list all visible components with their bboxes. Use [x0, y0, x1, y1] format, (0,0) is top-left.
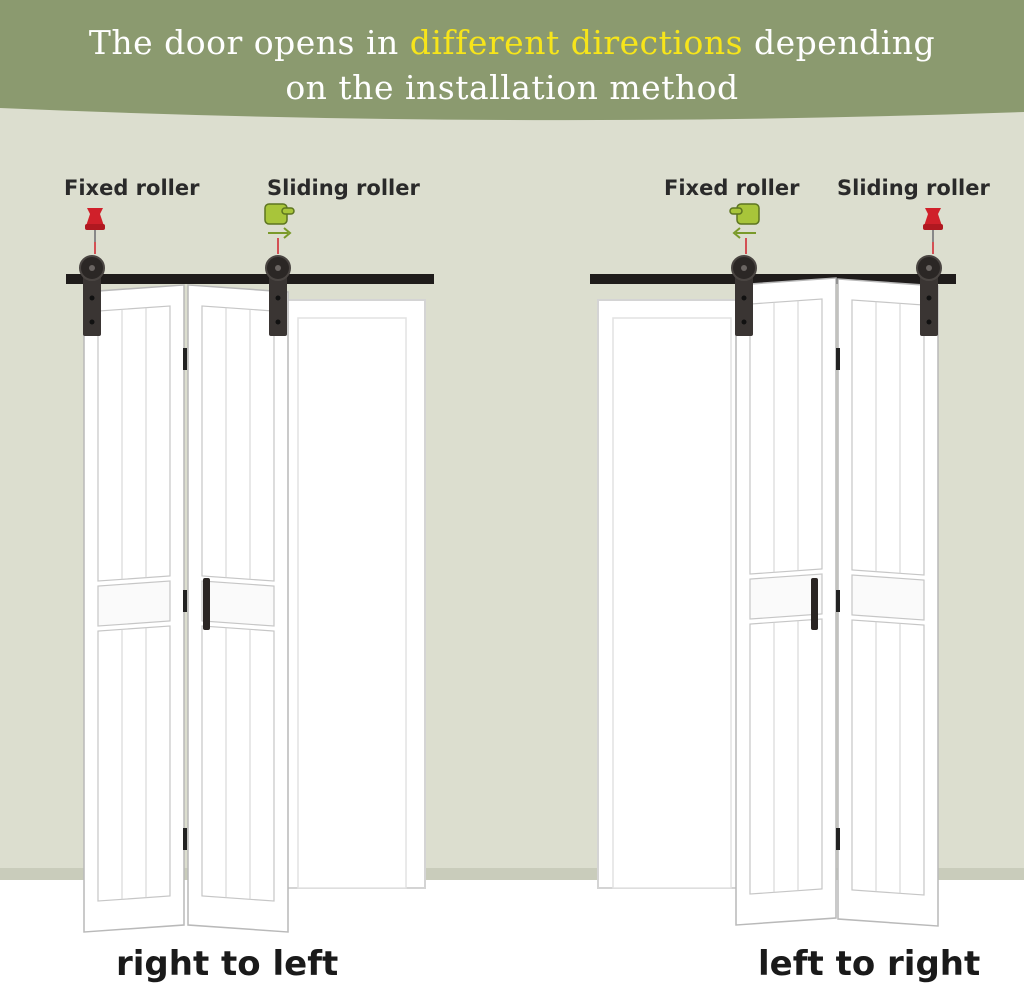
title-banner [0, 0, 1024, 121]
left-door-panel-1 [83, 284, 185, 933]
right-door-panel-2 [837, 278, 939, 927]
title-highlight: different directions [409, 23, 744, 62]
left-caption: right to left [116, 944, 339, 984]
right-hinges [836, 348, 840, 850]
right-sliding-roller-label: Sliding roller [837, 176, 990, 200]
left-fixed-roller [79, 255, 105, 337]
pushpin-icon [923, 208, 943, 254]
left-fixed-roller-label: Fixed roller [64, 176, 200, 200]
pointing-hand-right-icon [264, 203, 295, 254]
right-fixed-roller-label: Fixed roller [664, 176, 800, 200]
left-sliding-roller-label: Sliding roller [267, 176, 420, 200]
left-track-rail [66, 274, 434, 284]
title-line-1: The door opens in different directions d… [88, 23, 936, 62]
pushpin-icon [85, 208, 105, 254]
pointing-hand-left-icon [729, 203, 760, 254]
page-title: The door opens in different directions d… [0, 20, 1024, 110]
left-hinges [183, 348, 187, 850]
right-caption: left to right [758, 944, 981, 984]
left-door-handle [203, 578, 210, 630]
right-fixed-roller [916, 255, 942, 337]
right-door-frame [597, 299, 739, 889]
left-sliding-roller [265, 255, 291, 337]
left-door-frame [284, 299, 426, 889]
right-sliding-roller [731, 255, 757, 337]
right-door-handle [811, 578, 818, 630]
right-track-rail [590, 274, 956, 284]
right-door-panel-1 [735, 277, 837, 926]
title-line-2: on the installation method [285, 68, 739, 107]
